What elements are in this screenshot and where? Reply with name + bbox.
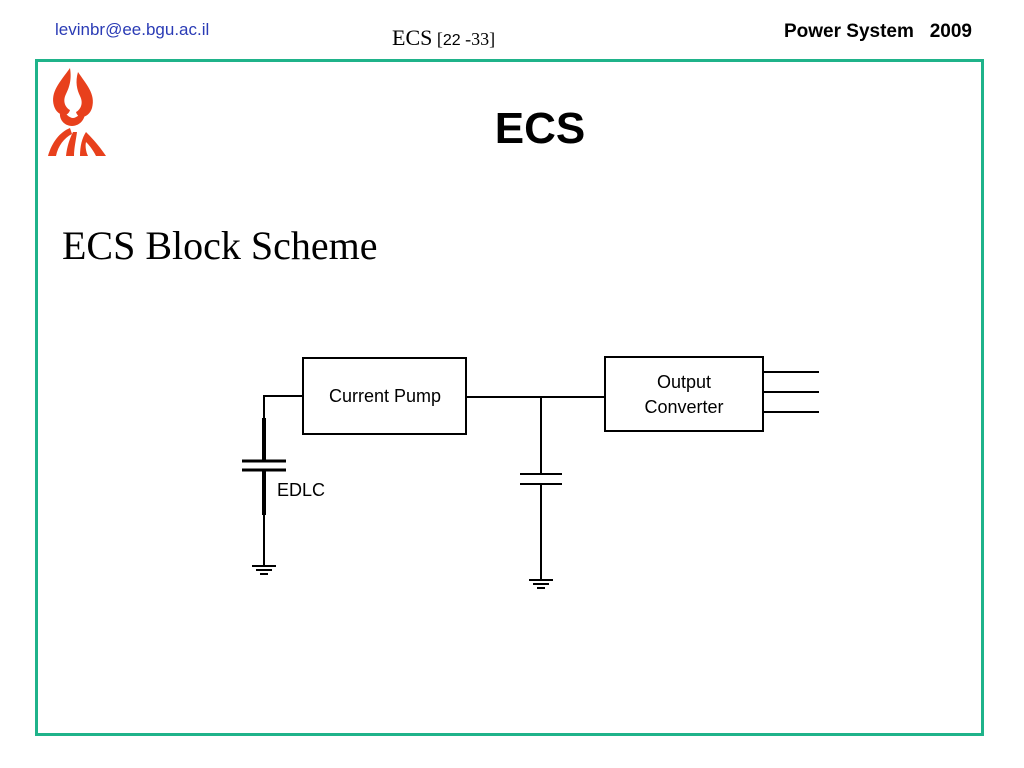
output-converter-label-line1: Output [657,372,711,392]
slide-frame [35,59,984,736]
university-logo-icon [48,68,106,156]
header-email: levinbr@ee.bgu.ac.il [55,20,210,39]
slide-subtitle: ECS Block Scheme [62,223,378,268]
header-page-separator: - [465,29,472,49]
header-page-total: 33 [471,29,490,49]
current-pump-label: Current Pump [329,386,441,406]
edlc-label: EDLC [277,480,325,500]
header-center: ECS [22 -33] [392,25,495,51]
header-page-close: ] [489,29,496,49]
wire-edlc-to-pump [263,395,303,418]
output-converter-block [604,356,764,432]
slide-title: ECS [494,104,586,153]
header-page-open: [ [436,29,443,49]
header-page-current: 22 [442,32,461,49]
header-center-title: ECS [392,25,433,50]
header-course: Power System 2009 [784,21,972,42]
output-converter-label-line2: Converter [644,397,723,417]
